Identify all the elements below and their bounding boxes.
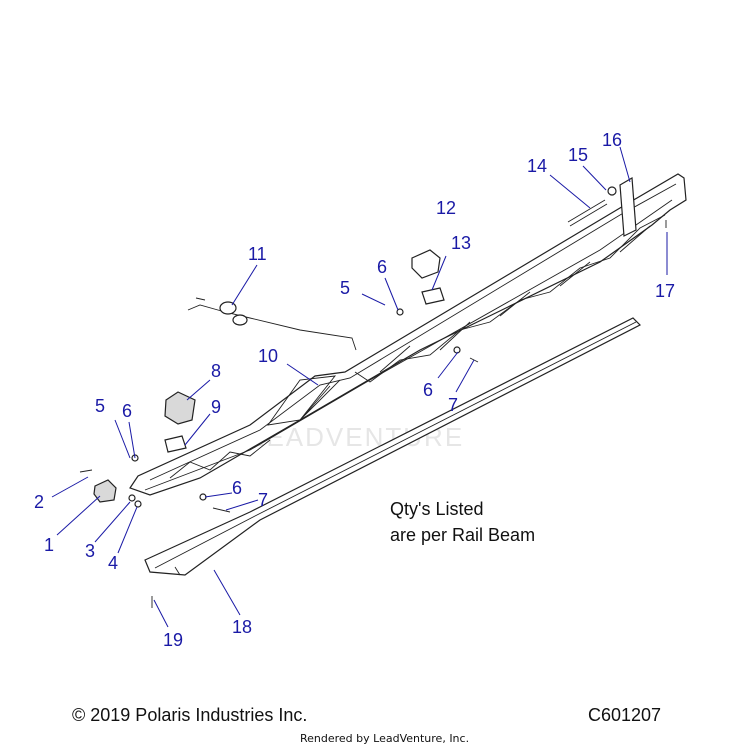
washer-6-mid	[453, 346, 461, 354]
quantity-note: Qty's Listed are per Rail Beam	[390, 496, 535, 548]
washer-3	[128, 494, 136, 502]
part-12-block	[411, 249, 441, 279]
callout-15: 15	[568, 145, 588, 165]
callout-11: 11	[248, 244, 267, 264]
washer-6-top	[396, 308, 404, 316]
callout-9: 9	[211, 397, 221, 417]
callout-4: 4	[108, 553, 118, 573]
bolts-misc	[79, 220, 667, 608]
callout-8: 8	[211, 361, 221, 381]
callout-13: 13	[451, 233, 471, 253]
callout-12: 12	[436, 198, 456, 218]
part-13-spacer	[421, 287, 445, 305]
callout-7-low: 7	[258, 490, 268, 510]
callout-2: 2	[34, 492, 44, 512]
callout-14: 14	[527, 156, 547, 176]
leader-lines	[51, 146, 668, 628]
note-line-2: are per Rail Beam	[390, 525, 536, 545]
callout-18: 18	[232, 617, 252, 637]
note-line-1: Qty's Listed	[390, 499, 484, 519]
callout-6-low: 6	[232, 478, 242, 498]
spring-assembly	[187, 297, 357, 351]
callout-6-mid: 6	[423, 380, 433, 400]
callout-5-top: 5	[340, 278, 350, 298]
rail-beam	[129, 173, 687, 496]
callout-10: 10	[258, 346, 278, 366]
callout-19: 19	[163, 630, 183, 650]
callout-6-top: 6	[377, 257, 387, 277]
slide-rail	[144, 317, 642, 576]
part-9-spacer	[164, 435, 187, 453]
callout-3: 3	[85, 541, 95, 561]
callout-5-left: 5	[95, 396, 105, 416]
diagram-code: C601207	[588, 705, 662, 725]
callout-17: 17	[655, 281, 675, 301]
callout-1: 1	[44, 535, 54, 555]
part-15-nut	[607, 186, 617, 196]
rendered-by-text: Rendered by LeadVenture, Inc.	[300, 732, 470, 745]
part-14-bolt	[567, 199, 608, 227]
copyright-text: © 2019 Polaris Industries Inc.	[72, 705, 308, 725]
callout-7-mid: 7	[448, 395, 458, 415]
callout-6-left: 6	[122, 401, 132, 421]
callout-16: 16	[602, 130, 622, 150]
washer-4	[134, 500, 142, 508]
